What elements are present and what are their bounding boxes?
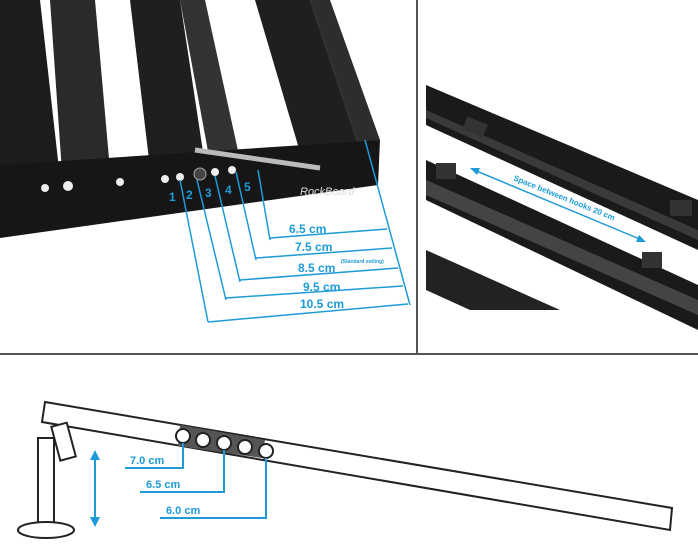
allen-key xyxy=(194,147,321,171)
height-label: 10.5 cm xyxy=(300,297,344,311)
standard-note: (Standard setting) xyxy=(341,259,384,265)
hooks-photo-panel: Space between hooks 20 cm xyxy=(426,85,698,330)
height-label: 9.5 cm xyxy=(303,280,340,294)
hole-label: 5 xyxy=(244,180,251,194)
side-view-panel: 7.0 cm 6.5 cm 6.0 cm xyxy=(17,400,674,539)
side-height-label: 6.0 cm xyxy=(166,505,200,517)
hole-label: 3 xyxy=(205,186,212,200)
hole-label: 4 xyxy=(225,183,232,197)
hole-label: 1 xyxy=(169,190,176,204)
side-height-label: 7.0 cm xyxy=(130,455,164,467)
hole-label: 2 xyxy=(186,188,193,202)
leg xyxy=(37,437,55,529)
height-label: 6.5 cm xyxy=(289,222,326,236)
side-height-label: 6.5 cm xyxy=(146,479,180,491)
brand-logo: RockBoard xyxy=(300,186,355,198)
foot xyxy=(17,521,75,539)
height-label: 7.5 cm xyxy=(295,240,332,254)
height-label: 8.5 cm xyxy=(298,261,335,275)
frame-photo-panel: RockBoard 1 2 3 4 5 6.5 cm 7.5 cm 8.5 cm… xyxy=(0,0,411,323)
